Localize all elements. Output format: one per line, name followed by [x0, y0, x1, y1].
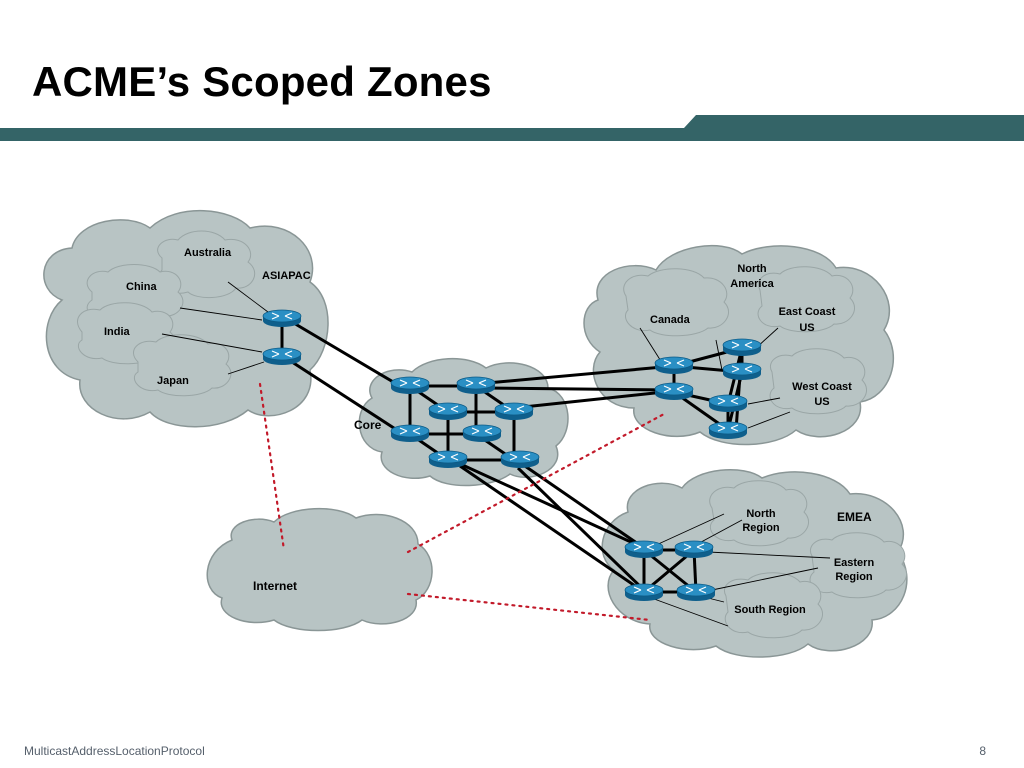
emea-zone [601, 468, 908, 658]
label-eastern-region-line-2: Region [835, 571, 873, 583]
router-icon [674, 540, 714, 559]
label-north-america-line-1: North [737, 263, 767, 275]
canada-cloud-icon [623, 268, 730, 337]
router-icon [708, 394, 748, 413]
label-japan: Japan [157, 375, 189, 387]
diagram-labels: ASIAPAC Australia China India Japan Core… [104, 247, 874, 616]
router-icon [624, 583, 664, 602]
router-icon [624, 540, 664, 559]
router-icon [428, 402, 468, 421]
label-north-region-line-1: North [746, 508, 776, 520]
label-internet: Internet [253, 579, 297, 593]
router-icon [456, 376, 496, 395]
router-icon [654, 382, 694, 401]
label-canada: Canada [650, 314, 691, 326]
label-pointer-lines [161, 281, 831, 627]
label-china: China [126, 281, 157, 293]
router-icon [500, 450, 540, 469]
eastern-region-cloud-icon [809, 532, 908, 599]
south-region-cloud-icon [724, 572, 824, 639]
label-core: Core [354, 418, 382, 432]
router-icon [390, 424, 430, 443]
router-icon [708, 421, 748, 440]
label-east-coast-line-1: East Coast [779, 306, 836, 318]
internet-cloud-icon [206, 508, 433, 632]
router-icon [262, 309, 302, 328]
page-number: 8 [979, 744, 986, 758]
japan-cloud-icon [133, 334, 232, 397]
label-eastern-region-line-1: Eastern [834, 557, 875, 569]
label-west-coast-line-1: West Coast [792, 381, 852, 393]
asiapac-zone [43, 209, 329, 428]
label-emea: EMEA [837, 510, 872, 524]
label-north-region-line-2: Region [742, 522, 780, 534]
scope-boundary-lines [258, 382, 666, 622]
asiapac-cloud-icon [43, 209, 329, 428]
label-north-america-line-2: America [730, 278, 774, 290]
label-south-region: South Region [734, 604, 806, 616]
router-icon [462, 424, 502, 443]
router-icon [428, 450, 468, 469]
router-icon [722, 362, 762, 381]
label-asiapac: ASIAPAC [262, 270, 311, 282]
east-coast-cloud-icon [757, 266, 856, 333]
router-icon [262, 347, 302, 366]
router-icon [390, 376, 430, 395]
west-coast-cloud-icon [769, 348, 868, 415]
label-australia: Australia [184, 247, 232, 259]
label-west-coast-line-2: US [814, 396, 829, 408]
router-icon [722, 338, 762, 357]
router-icon [676, 583, 716, 602]
north-region-cloud-icon [709, 480, 810, 547]
router-icon [494, 402, 534, 421]
footer-text: MulticastAddressLocationProtocol [24, 744, 205, 758]
router-icon [654, 356, 694, 375]
australia-cloud-icon [157, 230, 256, 298]
title-accent-bar [0, 115, 1024, 141]
label-india: India [104, 326, 131, 338]
label-east-coast-line-2: US [799, 322, 814, 334]
slide-title: ACME’s Scoped Zones [32, 58, 492, 105]
